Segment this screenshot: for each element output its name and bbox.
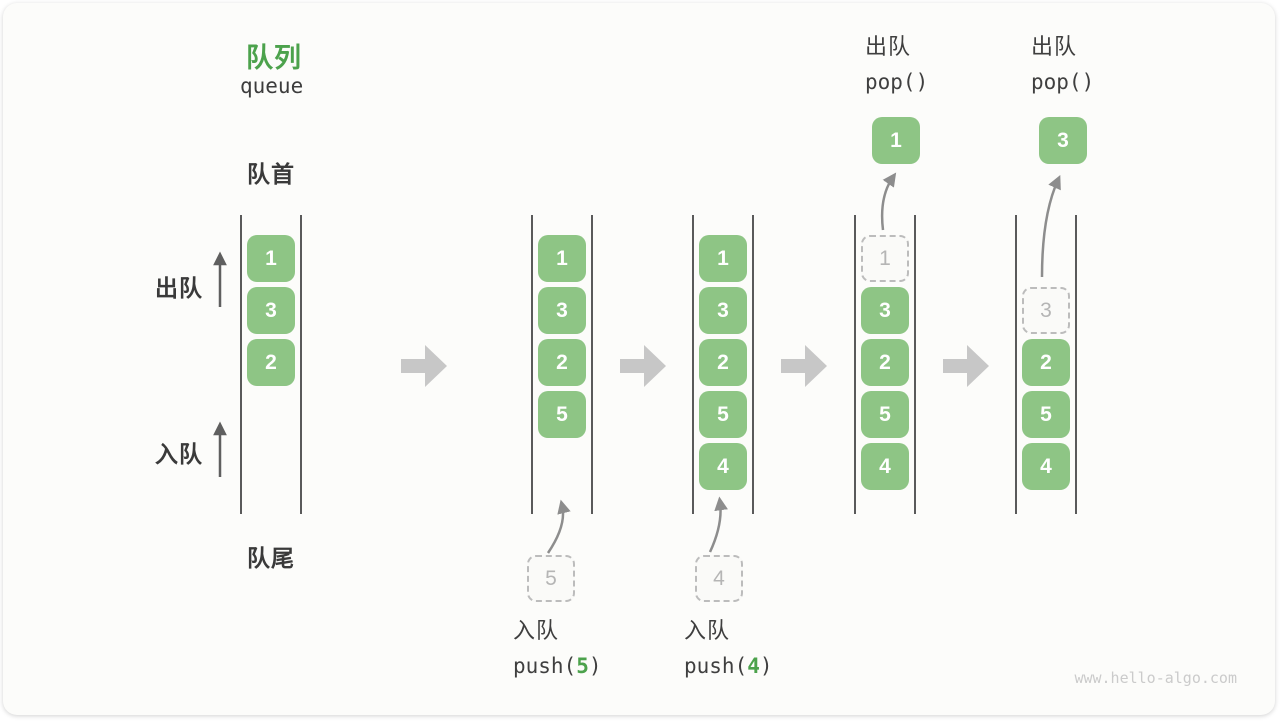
queue-wall [240,215,242,514]
queue-wall [692,215,694,514]
queue-element: 5 [699,391,747,438]
queue-wall [591,215,593,514]
queue-element: 1 [538,235,586,282]
queue-element: 5 [538,391,586,438]
queue-element: 2 [699,339,747,386]
queue-wall [300,215,302,514]
label-enqueue-side: 入队 [155,441,203,467]
state-transition-arrow-icon [620,345,666,387]
op-push-5-arg: 5 [576,654,589,678]
op-push-4: 入队 push(4) [684,617,773,680]
queue-element: 3 [699,287,747,334]
queue-element: 5 [861,391,909,438]
dequeue-3-arrow-icon [1040,174,1061,278]
op-push-5-label: 入队 [513,618,560,643]
queue-element: 2 [247,339,295,386]
op-pop-1: 出队 pop() [865,33,928,96]
op-pop-1-code: pop() [865,70,929,94]
popped-element: 1 [872,117,920,164]
incoming-element: 5 [527,555,575,602]
op-push-4-label: 入队 [684,618,731,643]
queue-element: 2 [538,339,586,386]
queue-element: 4 [699,443,747,490]
enqueue-4-arrow-icon [708,496,728,553]
queue-wall [914,215,916,514]
op-push-4-code: push(4) [684,654,773,678]
op-pop-2-label: 出队 [1031,34,1078,59]
label-queue-rear: 队尾 [247,545,295,571]
op-push-4-arg: 4 [747,654,760,678]
queue-wall [752,215,754,514]
queue-element: 2 [861,339,909,386]
enqueue-5-arrow-icon [546,499,571,554]
state-transition-arrow-icon [781,345,827,387]
diagram-subtitle: queue [240,74,304,98]
queue-element: 1 [699,235,747,282]
op-push-5: 入队 push(5) [513,617,602,680]
label-dequeue-side: 出队 [155,275,203,301]
op-pop-2-code: pop() [1031,70,1095,94]
diagram-card: 队列 queue 队首 队尾 出队 入队 入队 push(5) 入队 push(… [3,3,1275,715]
label-queue-front: 队首 [247,161,295,187]
queue-element: 2 [1022,339,1070,386]
dequeue-1-arrow-icon [880,172,897,231]
queue-element: 3 [861,287,909,334]
queue-wall [1015,215,1017,514]
diagram-title: 队列 [246,43,302,73]
queue-element: 5 [1022,391,1070,438]
incoming-element: 4 [695,555,743,602]
queue-element: 3 [538,287,586,334]
queue-wall [531,215,533,514]
queue-wall [1075,215,1077,514]
arrows-layer [213,172,1061,554]
queue-element: 3 [247,287,295,334]
state-transition-arrow-icon [401,345,447,387]
op-push-5-code: push(5) [513,654,602,678]
queue-element: 4 [1022,443,1070,490]
op-pop-2: 出队 pop() [1031,33,1094,96]
queue-element-ghost: 3 [1022,287,1070,334]
watermark: www.hello-algo.com [1074,669,1237,687]
queue-wall [854,215,856,514]
queue-element: 1 [247,235,295,282]
queue-element-ghost: 1 [861,235,909,282]
state-transition-arrow-icon [943,345,989,387]
popped-element: 3 [1039,117,1087,164]
op-pop-1-label: 出队 [865,34,912,59]
queue-element: 4 [861,443,909,490]
